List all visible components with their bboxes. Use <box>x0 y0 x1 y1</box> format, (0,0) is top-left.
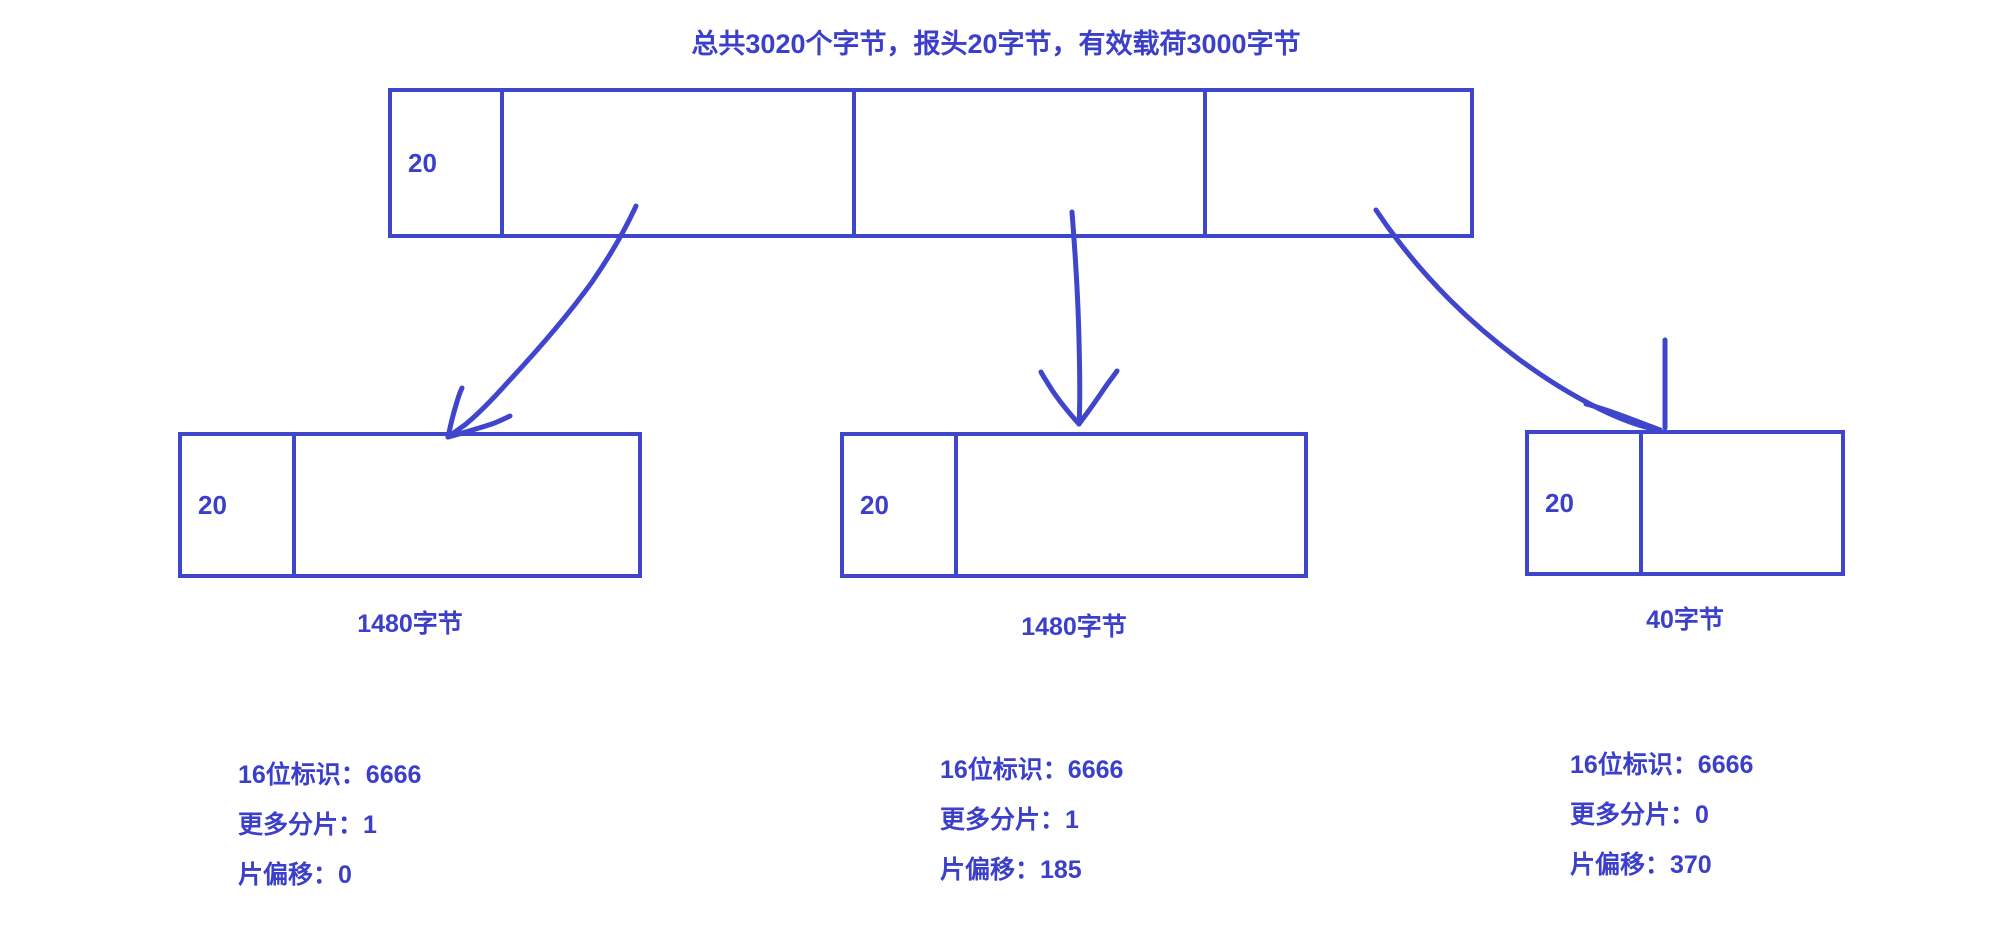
fragment-box-2: 20 <box>840 432 1308 578</box>
original-payload-cell-1 <box>500 92 852 234</box>
fragment-3-payload-cell <box>1639 434 1841 572</box>
fragment-1-identification: 16位标识：6666 <box>238 761 422 789</box>
fragment-1-size-caption: 1480字节 <box>357 610 463 638</box>
fragment-3-header-cell: 20 <box>1529 434 1639 572</box>
fragment-2-field-list: 16位标识：6666 更多分片：1 片偏移：185 <box>940 745 1123 895</box>
original-payload-cell-2 <box>852 92 1203 234</box>
fragment-2-size-caption: 1480字节 <box>1021 613 1127 641</box>
fragment-3-size-caption: 40字节 <box>1646 606 1724 634</box>
page-title: 总共3020个字节，报头20字节，有效载荷3000字节 <box>691 29 1301 59</box>
fragment-2-more-fragments: 更多分片：1 <box>940 806 1079 834</box>
arrow-to-fragment-2-icon <box>1038 209 1120 427</box>
original-header-label: 20 <box>408 148 437 178</box>
fragment-3-header-label: 20 <box>1545 488 1574 518</box>
fragment-2-header-cell: 20 <box>844 436 954 574</box>
original-header-cell: 20 <box>392 92 500 234</box>
fragment-3-field-list: 16位标识：6666 更多分片：0 片偏移：370 <box>1570 740 1753 890</box>
fragment-3-fragment-offset: 片偏移：370 <box>1570 851 1712 879</box>
fragment-2-header-label: 20 <box>860 490 889 520</box>
fragment-2-identification: 16位标识：6666 <box>940 756 1124 784</box>
fragment-1-fragment-offset: 片偏移：0 <box>238 861 352 889</box>
arrow-to-fragment-3-icon <box>1373 207 1668 433</box>
original-datagram-box: 20 <box>388 88 1474 238</box>
fragment-1-more-fragments: 更多分片：1 <box>238 811 377 839</box>
fragment-1-field-list: 16位标识：6666 更多分片：1 片偏移：0 <box>238 750 421 900</box>
original-payload-cell-3 <box>1203 92 1410 234</box>
fragment-3-more-fragments: 更多分片：0 <box>1570 801 1709 829</box>
arrow-to-fragment-1-icon <box>445 203 639 440</box>
fragment-2-payload-cell <box>954 436 1304 574</box>
fragment-1-header-label: 20 <box>198 490 227 520</box>
fragment-2-fragment-offset: 片偏移：185 <box>940 856 1082 884</box>
fragment-1-header-cell: 20 <box>182 436 292 574</box>
fragment-box-3: 20 <box>1525 430 1845 576</box>
fragment-3-identification: 16位标识：6666 <box>1570 751 1754 779</box>
fragment-box-1: 20 <box>178 432 642 578</box>
fragment-1-payload-cell <box>292 436 638 574</box>
